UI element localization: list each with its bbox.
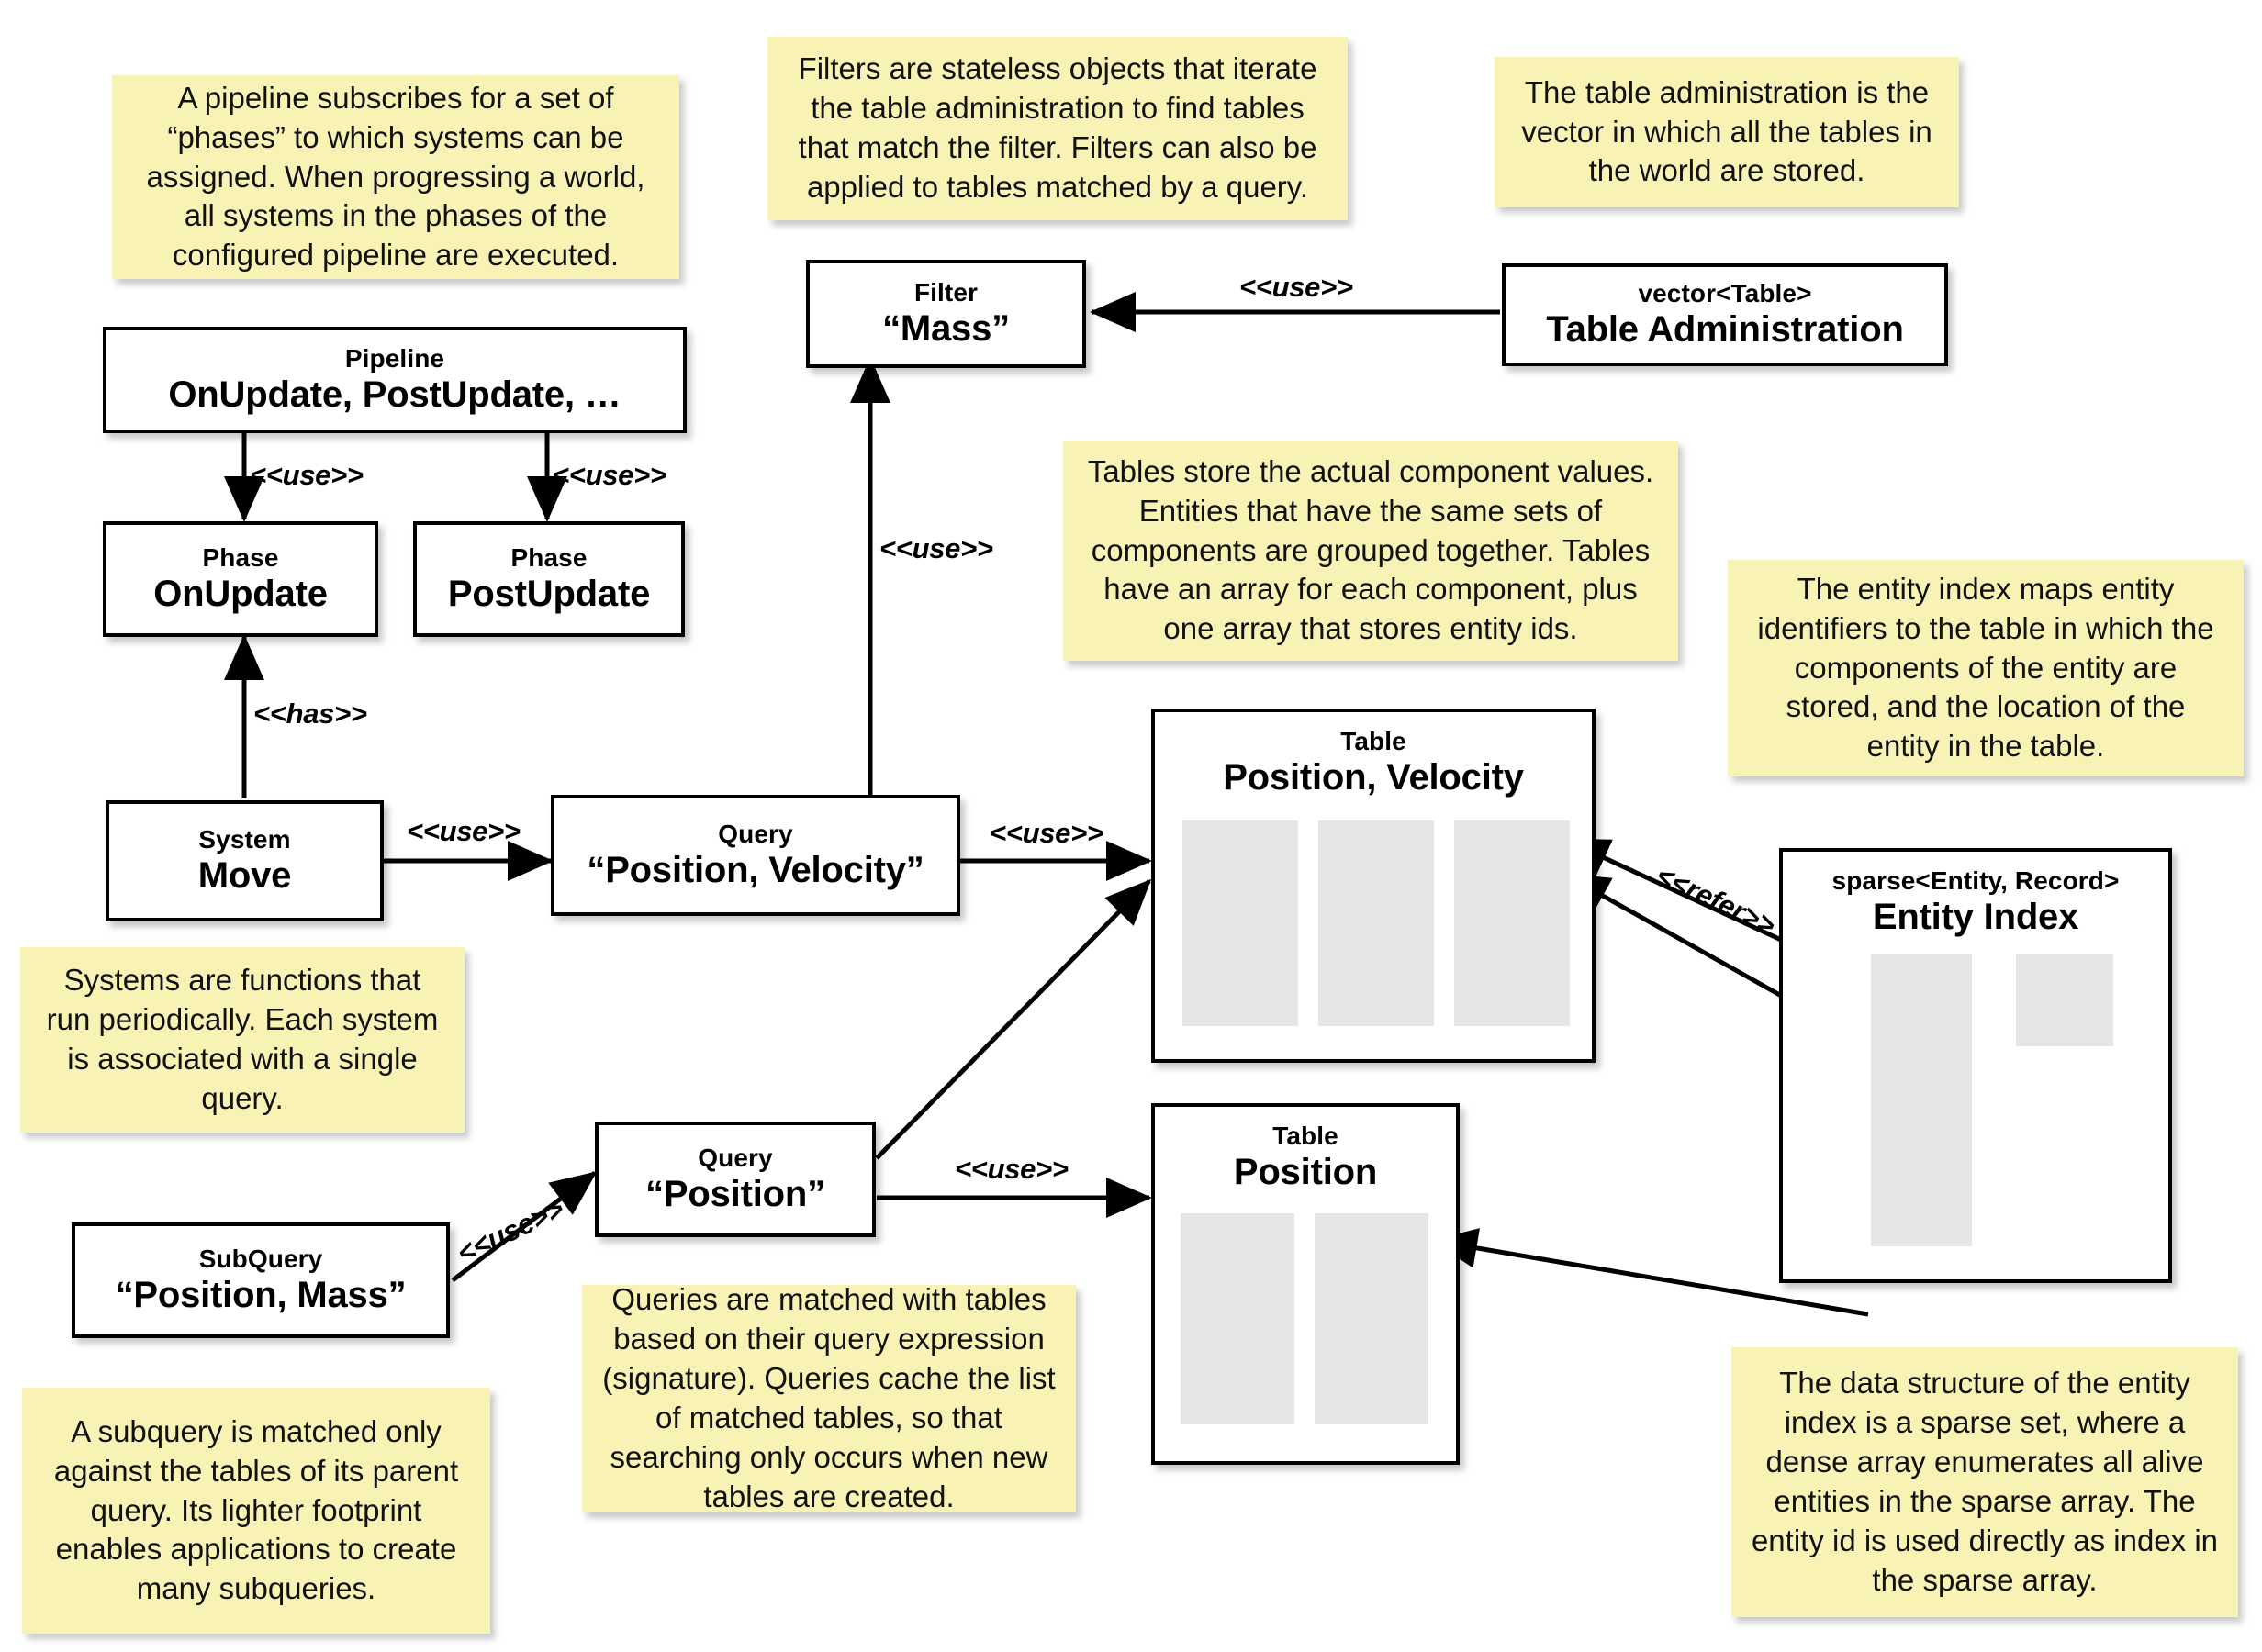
- table-admin-name: Table Administration: [1546, 308, 1904, 350]
- edge-label-use-pipeline-onupdate: <<use>>: [250, 459, 364, 491]
- uml-box-query-position[interactable]: Query “Position”: [595, 1122, 876, 1237]
- note-subquery: A subquery is matched only against the t…: [22, 1388, 490, 1634]
- uml-box-table-position-velocity[interactable]: Table Position, Velocity: [1151, 709, 1596, 1063]
- table-pv-name: Position, Velocity: [1223, 757, 1524, 798]
- edge-label-use-system-query: <<use>>: [407, 815, 521, 847]
- pipeline-name: OnUpdate, PostUpdate, …: [168, 374, 621, 415]
- edge-label-use-subquery-query: <<use>>: [452, 1192, 569, 1270]
- query-p-name: “Position”: [645, 1173, 825, 1214]
- system-move-stereotype: System: [198, 824, 291, 854]
- table-admin-stereotype: vector<Table>: [1638, 278, 1812, 307]
- entity-index-sparse-array: [1871, 954, 1972, 1246]
- note-filters: Filters are stateless objects that itera…: [767, 37, 1348, 220]
- phase-onupdate-name: OnUpdate: [153, 573, 328, 614]
- uml-box-query-position-velocity[interactable]: Query “Position, Velocity”: [551, 795, 960, 916]
- note-table-admin: The table administration is the vector i…: [1495, 57, 1959, 207]
- uml-box-phase-postupdate[interactable]: Phase PostUpdate: [413, 521, 685, 637]
- table-pv-array-column: [1318, 820, 1434, 1026]
- note-systems: Systems are functions that run periodica…: [20, 947, 465, 1133]
- uml-box-pipeline[interactable]: Pipeline OnUpdate, PostUpdate, …: [103, 327, 687, 433]
- edge-label-use-tableadmin-filter: <<use>>: [1239, 271, 1353, 303]
- edge-label-use-query-filter: <<use>>: [879, 532, 993, 564]
- table-p-arrays: [1181, 1213, 1438, 1424]
- table-p-stereotype: Table: [1272, 1122, 1338, 1150]
- query-pv-name: “Position, Velocity”: [587, 849, 924, 890]
- phase-onupdate-stereotype: Phase: [202, 542, 279, 572]
- table-p-array-column: [1181, 1213, 1294, 1424]
- uml-box-phase-onupdate[interactable]: Phase OnUpdate: [103, 521, 378, 637]
- note-entity-index: The entity index maps entity identifiers…: [1728, 560, 2244, 776]
- uml-box-filter-mass[interactable]: Filter “Mass”: [806, 260, 1086, 368]
- entity-index-name: Entity Index: [1872, 897, 2079, 938]
- note-pipeline: A pipeline subscribes for a set of “phas…: [112, 75, 679, 279]
- uml-box-entity-index[interactable]: sparse<Entity, Record> Entity Index: [1779, 848, 2172, 1283]
- note-sparse-set: The data structure of the entity index i…: [1731, 1347, 2238, 1617]
- pipeline-stereotype: Pipeline: [344, 343, 445, 373]
- table-p-name: Position: [1233, 1152, 1378, 1193]
- entity-index-stereotype: sparse<Entity, Record>: [1831, 866, 2120, 895]
- note-queries: Queries are matched with tables based on…: [582, 1282, 1076, 1513]
- table-p-array-column: [1315, 1213, 1428, 1424]
- filter-name: “Mass”: [882, 307, 1010, 349]
- filter-stereotype: Filter: [913, 277, 979, 307]
- edge-queryp-to-tablepv: [875, 878, 1152, 1160]
- table-pv-array-column: [1454, 820, 1570, 1026]
- table-pv-arrays: [1182, 820, 1572, 1026]
- phase-postupdate-name: PostUpdate: [447, 573, 651, 614]
- uml-box-subquery-position-mass[interactable]: SubQuery “Position, Mass”: [72, 1222, 450, 1338]
- edge-label-use-queryp-tablep: <<use>>: [955, 1153, 1069, 1185]
- table-pv-stereotype: Table: [1340, 727, 1406, 755]
- uml-box-system-move[interactable]: System Move: [106, 800, 384, 921]
- subquery-stereotype: SubQuery: [198, 1244, 323, 1273]
- uml-box-table-administration[interactable]: vector<Table> Table Administration: [1502, 263, 1948, 366]
- edge-label-use-pipeline-postupdate: <<use>>: [553, 459, 666, 491]
- entity-index-dense-array: [2016, 954, 2113, 1046]
- query-p-stereotype: Query: [698, 1143, 773, 1172]
- table-pv-array-column: [1182, 820, 1298, 1026]
- system-move-name: Move: [197, 854, 292, 896]
- edge-label-use-querypv-tablepv: <<use>>: [990, 817, 1103, 849]
- note-tables: Tables store the actual component values…: [1063, 441, 1678, 661]
- phase-postupdate-stereotype: Phase: [510, 542, 588, 572]
- edge-label-has-system-phase: <<has>>: [253, 698, 367, 730]
- subquery-name: “Position, Mass”: [115, 1274, 407, 1315]
- edge-label-refer-entityindex-tables: <<refer>>: [1651, 858, 1781, 943]
- query-pv-stereotype: Query: [718, 819, 793, 848]
- uml-box-table-position[interactable]: Table Position: [1151, 1103, 1460, 1465]
